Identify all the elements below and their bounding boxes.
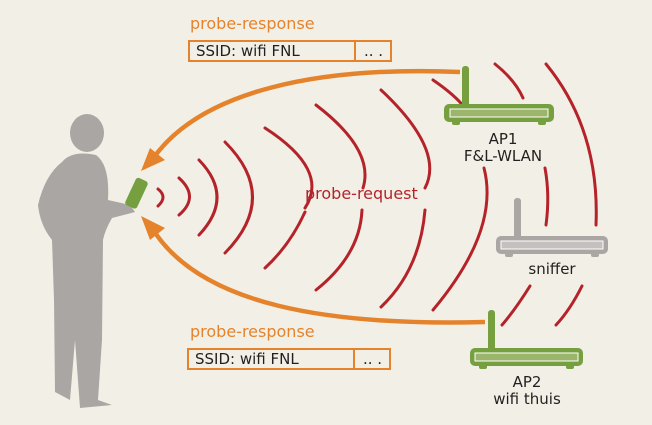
- smartphone-icon: [125, 177, 148, 209]
- wave-arc: [544, 62, 598, 227]
- top-probe-response-label: probe-response: [190, 14, 315, 33]
- ap2-ssid: wifi thuis: [493, 390, 561, 408]
- wave-arc: [543, 166, 550, 227]
- wave-arc: [197, 158, 219, 237]
- ap1-router-icon: [444, 66, 554, 125]
- wave-arc: [431, 78, 467, 110]
- wave-arc: [156, 187, 165, 208]
- top-more-field: .. .: [364, 42, 384, 60]
- wave-arc: [314, 208, 364, 292]
- wave-arc: [263, 126, 314, 210]
- wave-arc: [431, 166, 489, 312]
- sniffer-router-icon: [496, 198, 608, 257]
- top-ssid-box: SSID: wifi FNL .. .: [188, 40, 392, 62]
- arrow-bottom: [150, 226, 486, 325]
- ap2-name: AP2: [512, 373, 542, 391]
- person-silhouette-icon: [38, 114, 135, 408]
- wave-arc: [500, 284, 532, 327]
- arrowhead-bottom: [141, 216, 165, 240]
- bottom-more-field: .. .: [363, 350, 383, 368]
- wave-arc: [223, 140, 254, 255]
- wave-arc: [177, 176, 191, 217]
- ap1-ssid: F&L-WLAN: [463, 147, 543, 165]
- top-ssid-field: SSID: wifi FNL: [190, 42, 356, 60]
- wave-arc: [493, 62, 525, 100]
- wave-arc: [379, 208, 427, 309]
- wave-arc: [263, 210, 307, 270]
- wave-arc: [379, 88, 432, 190]
- wave-arc: [314, 103, 367, 190]
- ap2-router-icon: [470, 310, 583, 369]
- ap1-name: AP1: [488, 130, 518, 148]
- arrowhead-top: [141, 148, 165, 171]
- arrow-top: [150, 68, 461, 162]
- wave-arc: [554, 284, 584, 327]
- bottom-ssid-field: SSID: wifi FNL: [189, 350, 355, 368]
- bottom-probe-response-label: probe-response: [190, 322, 315, 341]
- probe-request-waves: [156, 62, 598, 327]
- probe-request-label: probe-request: [305, 184, 418, 203]
- bottom-ssid-box: SSID: wifi FNL .. .: [187, 348, 391, 370]
- sniffer-name: sniffer: [528, 260, 576, 278]
- probe-response-arrows: [150, 68, 486, 325]
